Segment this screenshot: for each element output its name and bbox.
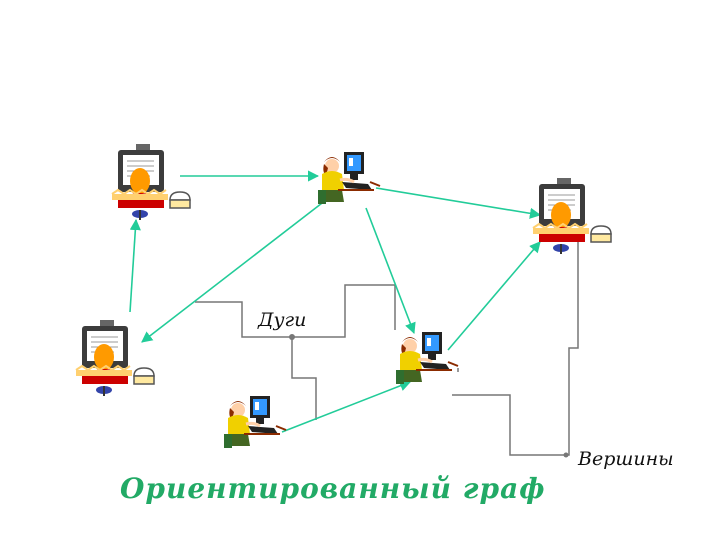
vertex-n1-operator-icon [111, 143, 191, 221]
arc-n2-n4 [141, 199, 327, 343]
vertices-label: Вершины [578, 448, 674, 470]
vertex-n4-operator-icon [75, 319, 155, 397]
arc-n6-n5 [281, 380, 412, 433]
vertex-n2-desk-worker-icon [316, 150, 382, 206]
vertex-n6-desk-worker-icon [222, 394, 288, 450]
arcs-pointer-line [292, 284, 396, 338]
vertices-pointer-line [452, 394, 566, 456]
arc-n2-n5 [365, 207, 416, 335]
arc-n5-n3 [447, 241, 541, 351]
arcs-pointer-dot [289, 334, 295, 340]
graph-vertices [75, 143, 612, 450]
arc-n4-n1 [129, 218, 141, 313]
arcs-label: Дуги [258, 309, 307, 331]
vertex-n3-operator-icon [532, 177, 612, 255]
vertex-n5-desk-worker-icon [394, 330, 460, 386]
vertices-pointer-dot [563, 452, 569, 458]
vertices-pointer-line [566, 240, 579, 456]
arc-n2-n3 [375, 187, 542, 219]
graph-arcs [129, 170, 542, 433]
diagram-title: Ориентированный граф [120, 472, 546, 505]
